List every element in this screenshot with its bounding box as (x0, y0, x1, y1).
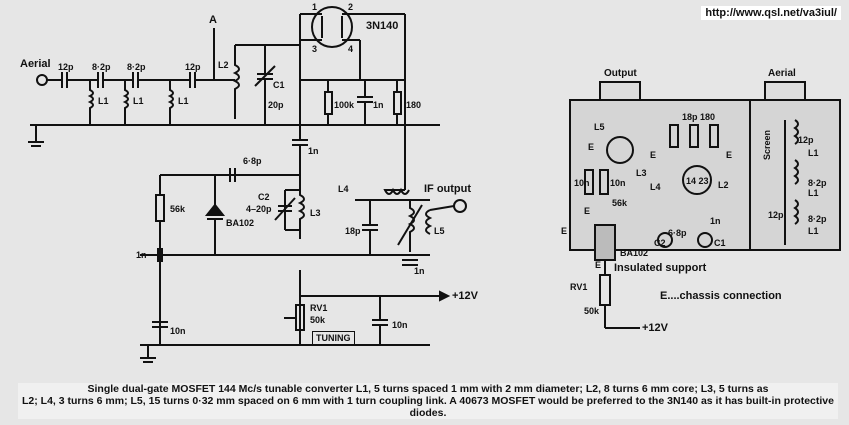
label-c18p: 18p (345, 226, 361, 236)
label-c-in2: 8·2p (92, 62, 111, 72)
panel-c2: C2 (654, 238, 666, 248)
coil-l1-c (167, 80, 174, 125)
label-l1a: L1 (98, 96, 109, 106)
coil-l1-b (122, 80, 129, 125)
panel-l1a: L1 (808, 148, 819, 158)
panel-c1n: 1n (710, 216, 721, 226)
aerial-connector (36, 74, 48, 86)
label-c-in3: 8·2p (127, 62, 146, 72)
panel-c68p: 6·8p (668, 228, 687, 238)
label-c1-val: 20p (268, 100, 284, 110)
mosfet-symbol (311, 6, 353, 48)
label-pin4: 4 (348, 44, 354, 54)
label-c1n-d: 1n (414, 266, 425, 276)
panel-e6: E (595, 260, 602, 270)
label-pin3: 3 (312, 44, 318, 54)
panel-plus12v: +12V (642, 322, 668, 334)
panel-pins: 14 23 (686, 176, 709, 186)
label-c10n-a: 10n (170, 326, 186, 336)
label-ba102: BA102 (226, 218, 255, 228)
coil-l2 (232, 45, 240, 119)
trimmer-c1-layout (606, 136, 634, 164)
coil-l3 (297, 175, 305, 239)
label-l1c: L1 (178, 96, 189, 106)
panel-r56k: 56k (612, 198, 628, 208)
panel-output: Output (604, 68, 637, 79)
label-aerial: Aerial (20, 58, 51, 70)
panel-e1: E (588, 142, 595, 152)
label-if-output: IF output (424, 183, 472, 195)
label-c1n-b: 1n (308, 146, 319, 156)
panel-screen: Screen (762, 129, 773, 161)
panel-l4: L4 (650, 182, 661, 192)
label-c10n-b: 10n (392, 320, 408, 330)
panel-c12p-b: 12p (768, 210, 784, 220)
panel-r18p: 18p (682, 112, 698, 122)
label-l3: L3 (310, 208, 321, 218)
panel-e5: E (561, 226, 568, 236)
rv1-layout (599, 274, 611, 306)
panel-aerial: Aerial (768, 68, 796, 79)
panel-c82p-a: 8·2p (808, 178, 827, 188)
panel-l1b: L1 (808, 188, 819, 198)
panel-l5: L5 (594, 122, 605, 132)
label-pin2: 2 (348, 2, 354, 12)
label-r100k: 100k (334, 100, 355, 110)
panel-c12p-a: 12p (798, 135, 814, 145)
if-output-connector (453, 199, 467, 213)
panel-r10n: 10n (574, 178, 590, 188)
label-r56k: 56k (170, 204, 186, 214)
label-l5: L5 (434, 226, 445, 236)
varicap-diode (204, 203, 226, 216)
label-c68p: 6·8p (243, 156, 262, 166)
label-c2-val: 4–20p (246, 204, 272, 214)
label-c-in1: 12p (58, 62, 74, 72)
caption-line2: L2; L4, 3 turns 6 mm; L5, 15 turns 0·32 … (22, 395, 834, 419)
figure-caption: Single dual-gate MOSFET 144 Mc/s tunable… (18, 383, 838, 419)
label-c1n-a: 1n (373, 100, 384, 110)
label-tuning: TUNING (312, 331, 355, 345)
coil-l4 (383, 187, 410, 195)
panel-r180: 180 (700, 112, 716, 122)
label-plus12v: +12V (452, 290, 478, 302)
panel-e4: E (584, 206, 591, 216)
label-l4: L4 (338, 184, 349, 194)
panel-r10n-b: 10n (610, 178, 626, 188)
coil-l1-a (87, 80, 94, 125)
panel-insulated: Insulated support (614, 262, 707, 274)
label-c1: C1 (273, 80, 285, 90)
coil-l5 (407, 200, 415, 252)
label-c-in4: 12p (185, 62, 201, 72)
label-rv1: RV1 (310, 303, 328, 313)
panel-chassis: E....chassis connection (660, 290, 782, 302)
panel-ba102: BA102 (620, 248, 649, 258)
label-r180: 180 (406, 100, 422, 110)
panel-l2: L2 (718, 180, 729, 190)
label-l2: L2 (218, 60, 229, 70)
panel-e3: E (726, 150, 733, 160)
panel-l1c: L1 (808, 226, 819, 236)
label-mosfet: 3N140 (366, 20, 399, 32)
label-pin1: 1 (312, 2, 318, 12)
panel-c1: C1 (714, 238, 726, 248)
label-rv1-val: 50k (310, 315, 326, 325)
panel-e2: E (650, 150, 657, 160)
label-l1b: L1 (133, 96, 144, 106)
label-point-a: A (209, 14, 217, 26)
panel-rv1: RV1 (570, 282, 588, 292)
label-c2: C2 (258, 192, 270, 202)
panel-rv1-val: 50k (584, 306, 600, 316)
source-url: http://www.qsl.net/va3iul/ (701, 6, 841, 20)
caption-line1: Single dual-gate MOSFET 144 Mc/s tunable… (87, 383, 769, 395)
label-c1n-c: 1n (136, 250, 147, 260)
mosfet-layout (682, 165, 712, 195)
panel-l3: L3 (636, 168, 647, 178)
panel-c82p-b: 8·2p (808, 214, 827, 224)
